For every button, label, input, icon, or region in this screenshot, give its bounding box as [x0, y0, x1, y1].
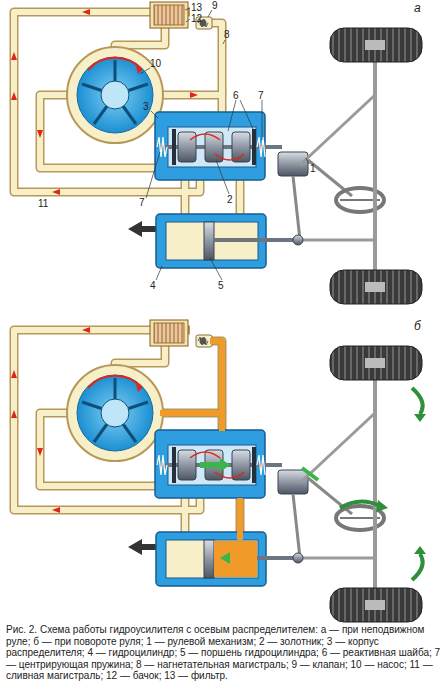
callout-number: 10: [150, 58, 161, 69]
callout-number: 7: [258, 90, 264, 101]
callout-number: 12: [191, 13, 202, 24]
figure-caption: Рис. 2. Схема работы гидроусилителя с ос…: [6, 624, 441, 682]
callout-number: 9: [212, 0, 218, 11]
callout-number: 7: [139, 197, 145, 208]
callout-number: 11: [38, 198, 48, 209]
panel-letter: а: [414, 3, 421, 14]
callout-number: 4: [150, 280, 156, 291]
callout-number: 5: [218, 280, 224, 291]
callout-number: 13: [191, 2, 202, 13]
callout-number: 6: [233, 90, 239, 101]
callout-number: 3: [143, 101, 149, 112]
callout-number: 8: [224, 29, 230, 40]
callout-number: 1: [310, 163, 316, 174]
callout-number: 2: [227, 194, 233, 205]
panel-letter: б: [414, 321, 421, 332]
